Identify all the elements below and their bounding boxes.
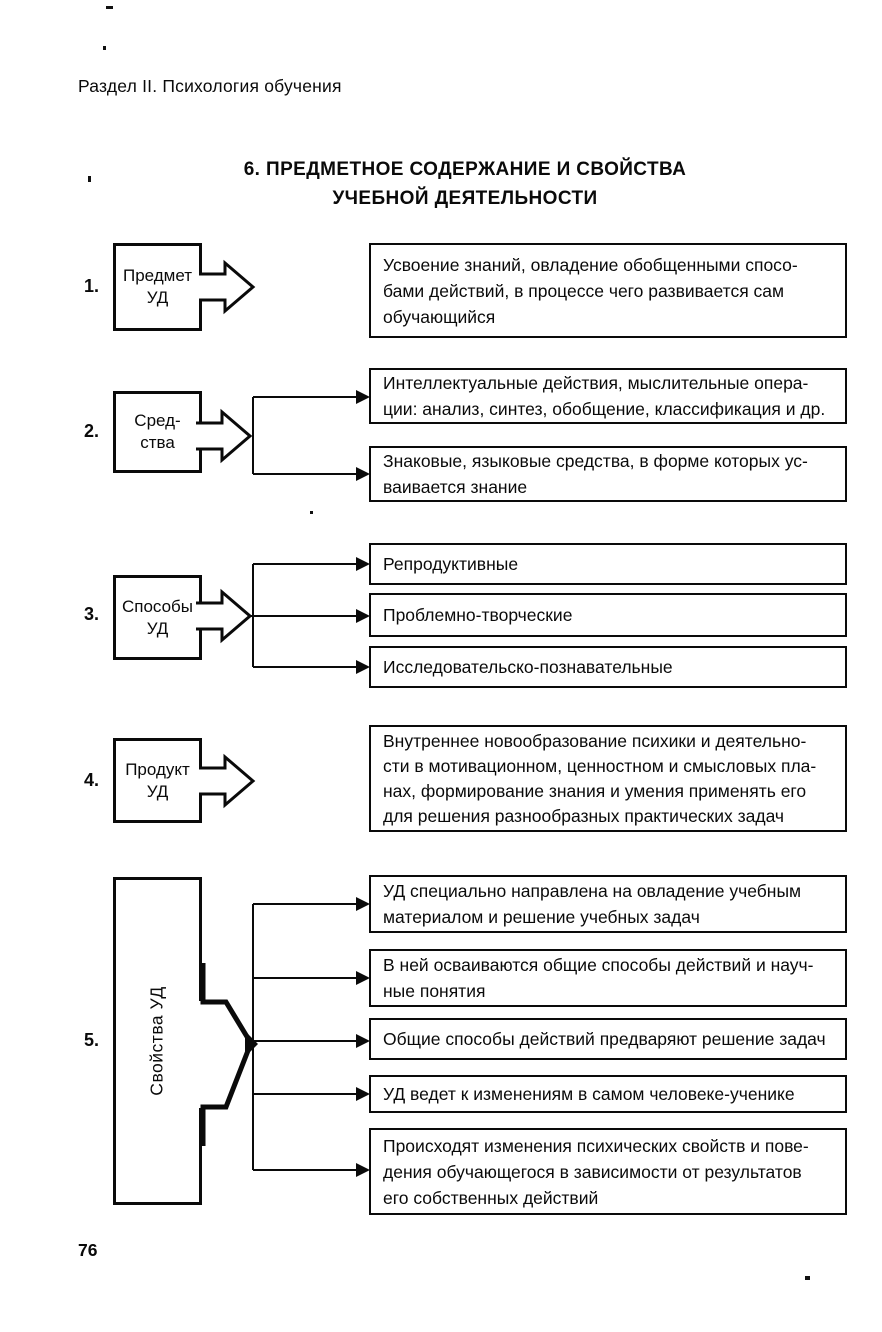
page-number: 76 bbox=[78, 1240, 98, 1260]
chevron-arrow-icon bbox=[198, 963, 258, 1146]
source-box-label: Сред- bbox=[134, 411, 181, 430]
source-box-label: УД bbox=[146, 288, 169, 307]
page-title-line2: УЧЕБНОЙ ДЕЯТЕЛЬНОСТИ bbox=[332, 188, 598, 209]
target-box-text: Внутреннее новообразование психики и дея… bbox=[383, 730, 807, 751]
target-box: УД ведет к изменениям в самом человеке-у… bbox=[369, 1075, 847, 1113]
source-box-label: Способы bbox=[121, 596, 194, 616]
arrowhead-icon bbox=[356, 897, 370, 911]
source-box-label: Предмет bbox=[122, 266, 193, 285]
source-box-svoystva-ud bbox=[113, 877, 202, 1205]
target-box-text: Исследовательско-познавательные bbox=[383, 657, 673, 677]
source-box-predmet-ud: Предмет УД bbox=[113, 243, 202, 331]
target-box-text: сти в мотивационном, ценностном и смысло… bbox=[383, 755, 817, 776]
target-box: Репродуктивные bbox=[369, 543, 847, 585]
arrowhead-icon bbox=[356, 1087, 370, 1101]
arrowhead-icon bbox=[356, 1163, 370, 1177]
target-box-text: дения обучающегося в зависимости от резу… bbox=[383, 1161, 802, 1182]
target-box-text: ные понятия bbox=[383, 981, 486, 1001]
target-box-text: нах, формирование знания и умения примен… bbox=[383, 780, 807, 801]
target-box-text: для решения разнообразных практических з… bbox=[383, 805, 785, 826]
row-number-4: 4. bbox=[84, 770, 100, 790]
branch-connector bbox=[250, 557, 370, 674]
target-box-text: Интеллектуальные действия, мыслительные … bbox=[383, 373, 809, 393]
branch-connector bbox=[252, 390, 370, 481]
source-box-label: УД bbox=[146, 781, 169, 801]
target-box-text: УД специально направлена на овладение уч… bbox=[383, 881, 802, 901]
target-box: Проблемно-творческие bbox=[369, 593, 847, 637]
target-box-text: Общие способы действий предваряют решени… bbox=[383, 1029, 826, 1049]
target-box-text: обучающийся bbox=[383, 306, 496, 327]
arrowhead-icon bbox=[356, 390, 370, 404]
arrowhead-icon bbox=[356, 1034, 370, 1048]
target-box: Общие способы действий предваряют решени… bbox=[369, 1018, 847, 1060]
source-box-label: Продукт bbox=[125, 759, 190, 779]
target-box: Исследовательско-познавательные bbox=[369, 646, 847, 688]
target-box-text: Происходят изменения психических свойств… bbox=[383, 1135, 809, 1156]
scan-speck bbox=[106, 6, 113, 9]
target-box: Знаковые, языковые средства, в форме кот… bbox=[369, 446, 847, 502]
source-box-sredstva: Сред- ства bbox=[113, 391, 202, 473]
source-box-label: УД bbox=[146, 618, 169, 638]
arrowhead-icon bbox=[356, 660, 370, 674]
source-box-vertical-label: Свойства УД bbox=[146, 986, 167, 1096]
target-box-text: В ней осваиваются общие способы действий… bbox=[383, 955, 814, 975]
target-box-text: ваивается знание bbox=[383, 477, 528, 497]
page-title-line1: 6. ПРЕДМЕТНОЕ СОДЕРЖАНИЕ И СВОЙСТВА bbox=[243, 159, 687, 180]
target-box: Происходят изменения психических свойств… bbox=[369, 1128, 847, 1215]
source-box-produkt-ud: Продукт УД bbox=[113, 738, 202, 823]
block-arrow-icon bbox=[199, 753, 256, 809]
scan-speck bbox=[103, 46, 106, 50]
row-number-1: 1. bbox=[84, 276, 100, 296]
target-box: Усвоение знаний, овладение обобщенными с… bbox=[369, 243, 847, 338]
source-box-sposoby-ud: Способы УД bbox=[113, 575, 202, 660]
row-number-2: 2. bbox=[84, 421, 100, 441]
target-box-text: Репродуктивные bbox=[383, 554, 519, 574]
target-box: Интеллектуальные действия, мыслительные … bbox=[369, 368, 847, 424]
target-box-text: его собственных действий bbox=[383, 1187, 599, 1208]
target-box-text: УД ведет к изменениям в самом человеке-у… bbox=[383, 1084, 795, 1104]
target-box-text: ции: анализ, синтез, обобщение, классифи… bbox=[383, 399, 826, 419]
arrowhead-icon bbox=[356, 557, 370, 571]
page-title: 6. ПРЕДМЕТНОЕ СОДЕРЖАНИЕ И СВОЙСТВА УЧЕБ… bbox=[100, 155, 830, 213]
row-number-5: 5. bbox=[84, 1030, 100, 1050]
target-box-text: бами действий, в процессе чего развивает… bbox=[383, 280, 785, 301]
target-box-text: материалом и решение учебных задач bbox=[383, 907, 700, 927]
source-box-label: ства bbox=[140, 433, 175, 452]
arrowhead-icon bbox=[356, 971, 370, 985]
arrowhead-icon bbox=[356, 609, 370, 623]
target-box-text: Проблемно-творческие bbox=[383, 605, 573, 625]
row-number-3: 3. bbox=[84, 604, 100, 624]
block-arrow-icon bbox=[196, 408, 253, 464]
section-header: Раздел II. Психология обучения bbox=[78, 76, 342, 96]
target-box-text: Знаковые, языковые средства, в форме кот… bbox=[383, 451, 808, 471]
branch-connector bbox=[252, 897, 370, 1177]
block-arrow-icon bbox=[199, 259, 256, 315]
target-box: В ней осваиваются общие способы действий… bbox=[369, 949, 847, 1007]
block-arrow-icon bbox=[196, 588, 253, 644]
arrowhead-icon bbox=[356, 467, 370, 481]
scan-speck bbox=[88, 176, 91, 182]
target-box-text: Усвоение знаний, овладение обобщенными с… bbox=[383, 254, 798, 275]
target-box: Внутреннее новообразование психики и дея… bbox=[369, 725, 847, 832]
scan-speck bbox=[310, 511, 313, 514]
target-box: УД специально направлена на овладение уч… bbox=[369, 875, 847, 933]
scan-speck bbox=[805, 1276, 810, 1280]
